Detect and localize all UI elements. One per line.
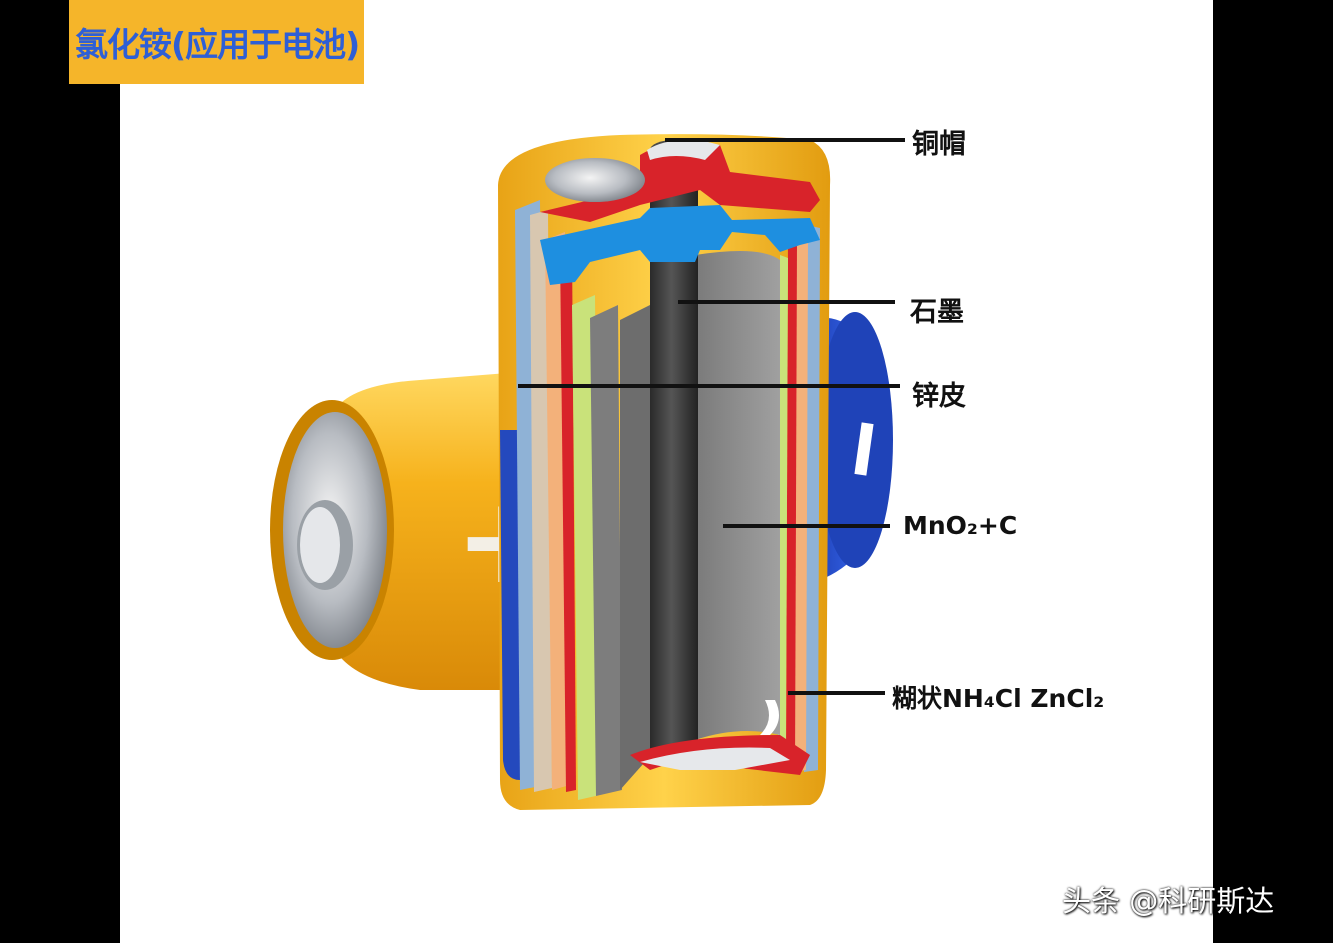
top-seal-red	[540, 141, 820, 222]
label-graphite: 石墨	[910, 297, 964, 328]
page-title: 氯化铵(应用于电池)	[75, 25, 360, 64]
copper-cap	[647, 139, 720, 160]
battery-cutaway-diagram: +	[270, 134, 905, 810]
watermark-text: 头条 @科研斯达	[1062, 884, 1275, 918]
slide-canvas: +	[120, 0, 1213, 943]
title-banner: 氯化铵(应用于电池)	[69, 0, 364, 84]
label-zinc-case: 锌皮	[912, 381, 966, 412]
cutaway-battery	[498, 134, 831, 810]
negative-symbol-bar	[854, 422, 874, 476]
mno2-carbon-mix	[695, 251, 780, 740]
label-copper-cap: 铜帽	[912, 129, 966, 160]
label-paste-electrolyte: 糊状NH₄Cl ZnCl₂	[892, 684, 1105, 713]
leader-lines	[518, 138, 905, 695]
top-seal-blue	[540, 205, 820, 285]
label-mno2: MnO₂+C	[903, 511, 1018, 540]
background-battery	[270, 312, 893, 690]
